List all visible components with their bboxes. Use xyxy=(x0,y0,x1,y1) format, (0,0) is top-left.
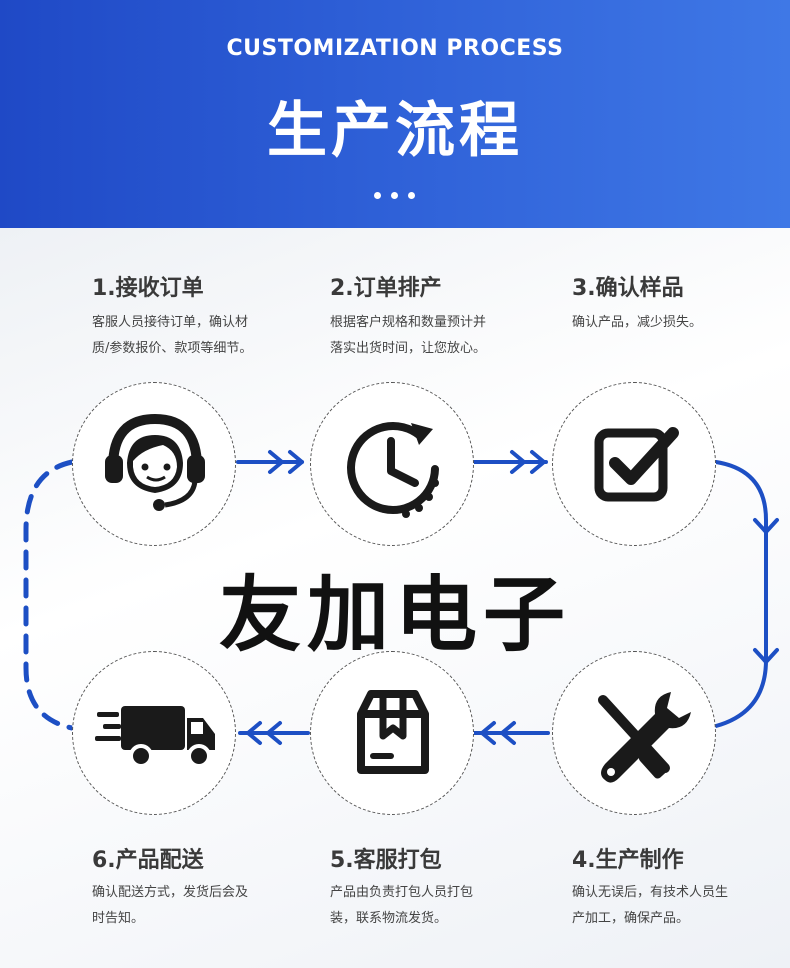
step-3-desc: 确认产品，减少损失。 xyxy=(572,315,703,330)
arrow-3-4 xyxy=(714,460,768,728)
step-2-circle xyxy=(310,382,474,546)
header-banner: CUSTOMIZATION PROCESS 生产流程 xyxy=(0,0,790,228)
step-3-circle xyxy=(552,382,716,546)
step-4-title: 4.生产制作 xyxy=(572,848,684,873)
page-title: 生产流程 xyxy=(267,96,523,166)
truck-icon xyxy=(95,706,215,768)
headset-icon xyxy=(105,413,205,511)
content-background xyxy=(0,228,790,968)
dots-decoration xyxy=(372,192,418,202)
brand-name: 友加电子 xyxy=(218,568,571,663)
step-1-title: 1.接收订单 xyxy=(92,276,204,301)
tools-icon xyxy=(598,692,691,783)
step-2-title: 2.订单排产 xyxy=(330,276,442,301)
step-5-desc: 产品由负责打包人员打包装，联系物流发货。 xyxy=(330,885,474,926)
step-6-title: 6.产品配送 xyxy=(92,848,204,873)
step-1-desc: 客服人员接待订单，确认材质/参数报价、款项等细节。 xyxy=(92,315,253,356)
step-4-circle xyxy=(552,651,716,815)
step-6-circle xyxy=(72,651,236,815)
clock-icon xyxy=(347,422,439,518)
box-icon xyxy=(357,690,429,774)
step-3-title: 3.确认样品 xyxy=(572,276,684,301)
step-5-circle xyxy=(310,651,474,815)
checkbox-icon xyxy=(594,427,679,502)
loop-6-1 xyxy=(23,459,75,731)
step-4-desc: 确认无误后，有技术人员生产加工，确保产品。 xyxy=(572,885,729,926)
header-subtitle: CUSTOMIZATION PROCESS xyxy=(226,36,564,61)
step-6-desc: 确认配送方式，发货后会及时告知。 xyxy=(92,885,249,926)
step-5-title: 5.客服打包 xyxy=(330,848,442,873)
step-1-circle xyxy=(72,382,236,546)
step-2-desc: 根据客户规格和数量预计并落实出货时间，让您放心。 xyxy=(330,315,487,356)
